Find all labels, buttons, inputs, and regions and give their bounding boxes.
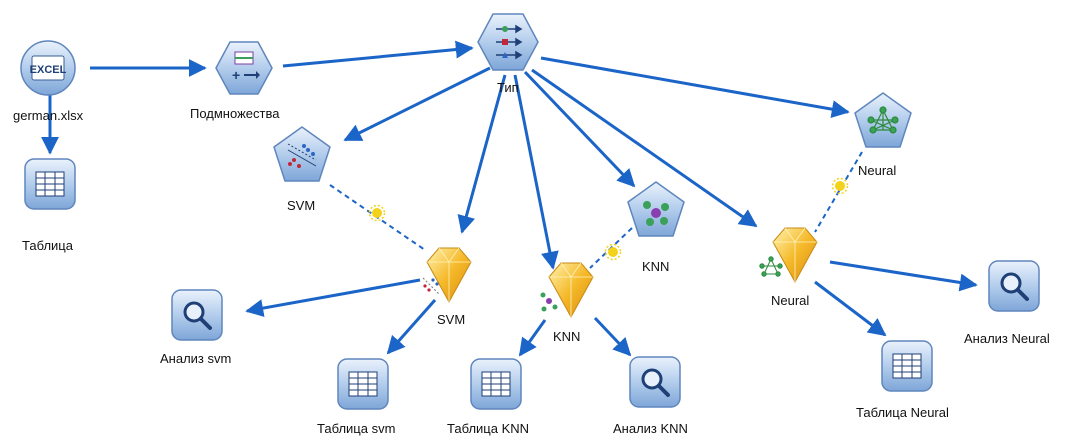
svg-text:EXCEL: EXCEL	[30, 64, 67, 76]
link-neural-table[interactable]	[814, 280, 887, 337]
analysis-svm-node[interactable]	[171, 289, 223, 341]
svm-icon	[422, 277, 440, 295]
node-label-table-svm: Таблица svm	[317, 421, 396, 436]
excel-source-icon: EXCEL	[30, 55, 67, 81]
neural-nugget-node[interactable]	[759, 227, 818, 284]
node-label-knn-model: KNN	[642, 259, 670, 274]
link-knn-analysis[interactable]	[593, 316, 632, 357]
table-neural-node[interactable]	[881, 340, 933, 392]
table-icon	[35, 171, 65, 197]
node-label-svm-model: SVM	[287, 198, 316, 213]
node-label-analysis-neural: Анализ Neural	[964, 331, 1050, 346]
link-type-svm[interactable]	[343, 66, 491, 142]
link-type-knn[interactable]	[523, 70, 636, 188]
link-type-neural[interactable]	[540, 56, 850, 119]
link-type-knnnugget[interactable]	[513, 74, 559, 270]
link-neural-analysis[interactable]	[829, 260, 978, 292]
node-label-neural-model: Neural	[858, 163, 897, 178]
neural-model-node[interactable]	[854, 92, 912, 148]
node-label-type: Тип	[497, 80, 519, 95]
knn-icon	[643, 201, 669, 226]
magnifier-icon	[641, 368, 670, 397]
table-knn-node[interactable]	[470, 358, 522, 410]
node-label-analysis-knn: Анализ KNN	[613, 421, 688, 436]
node-label-table-neural: Таблица Neural	[856, 405, 949, 420]
star-icon	[604, 243, 622, 261]
svm-nugget-node[interactable]	[422, 247, 472, 304]
node-label-svm-nugget: SVM	[437, 312, 466, 327]
svg-text:+: +	[232, 67, 240, 83]
table-svm-node[interactable]	[337, 358, 389, 410]
type-icon	[496, 24, 523, 60]
node-label-subset: Подмножества	[190, 106, 280, 121]
node-label-table-knn: Таблица KNN	[447, 421, 530, 436]
magnifier-icon	[183, 301, 212, 330]
model-link-stars	[368, 177, 849, 261]
link-subset-type[interactable]	[282, 40, 474, 68]
link-type-neuralnugget[interactable]	[531, 68, 758, 228]
neural-net-icon	[867, 106, 899, 134]
excel-source-node[interactable]: EXCEL	[20, 40, 76, 96]
magnifier-icon	[1000, 272, 1029, 301]
knn-icon	[540, 292, 558, 312]
link-svm-analysis[interactable]	[245, 278, 421, 318]
node-label-excel: german.xlsx	[13, 108, 84, 123]
analysis-knn-node[interactable]	[629, 356, 681, 408]
subset-node[interactable]: +	[215, 41, 273, 95]
table-icon	[892, 353, 922, 379]
star-icon	[831, 177, 849, 195]
type-node[interactable]	[477, 13, 539, 71]
link-svm-table[interactable]	[386, 299, 437, 355]
node-label-analysis-svm: Анализ svm	[160, 351, 232, 366]
svm-model-node[interactable]	[273, 126, 331, 182]
knn-model-node[interactable]	[627, 181, 685, 237]
node-label-knn-nugget: KNN	[553, 329, 581, 344]
table-icon	[348, 371, 378, 397]
svm-icon	[287, 143, 317, 168]
knn-nugget-node[interactable]	[540, 262, 594, 319]
table-icon	[481, 371, 511, 397]
partition-icon: +	[232, 51, 260, 83]
star-icon	[368, 204, 386, 222]
link-type-svmnugget[interactable]	[457, 74, 507, 234]
connections	[41, 40, 978, 357]
table-node[interactable]	[24, 158, 76, 210]
link-knn-table[interactable]	[518, 319, 547, 357]
analysis-neural-node[interactable]	[988, 260, 1040, 312]
node-label-neural-nugget: Neural	[771, 293, 810, 308]
node-label-table: Таблица	[22, 238, 73, 253]
neural-net-icon	[759, 256, 783, 277]
